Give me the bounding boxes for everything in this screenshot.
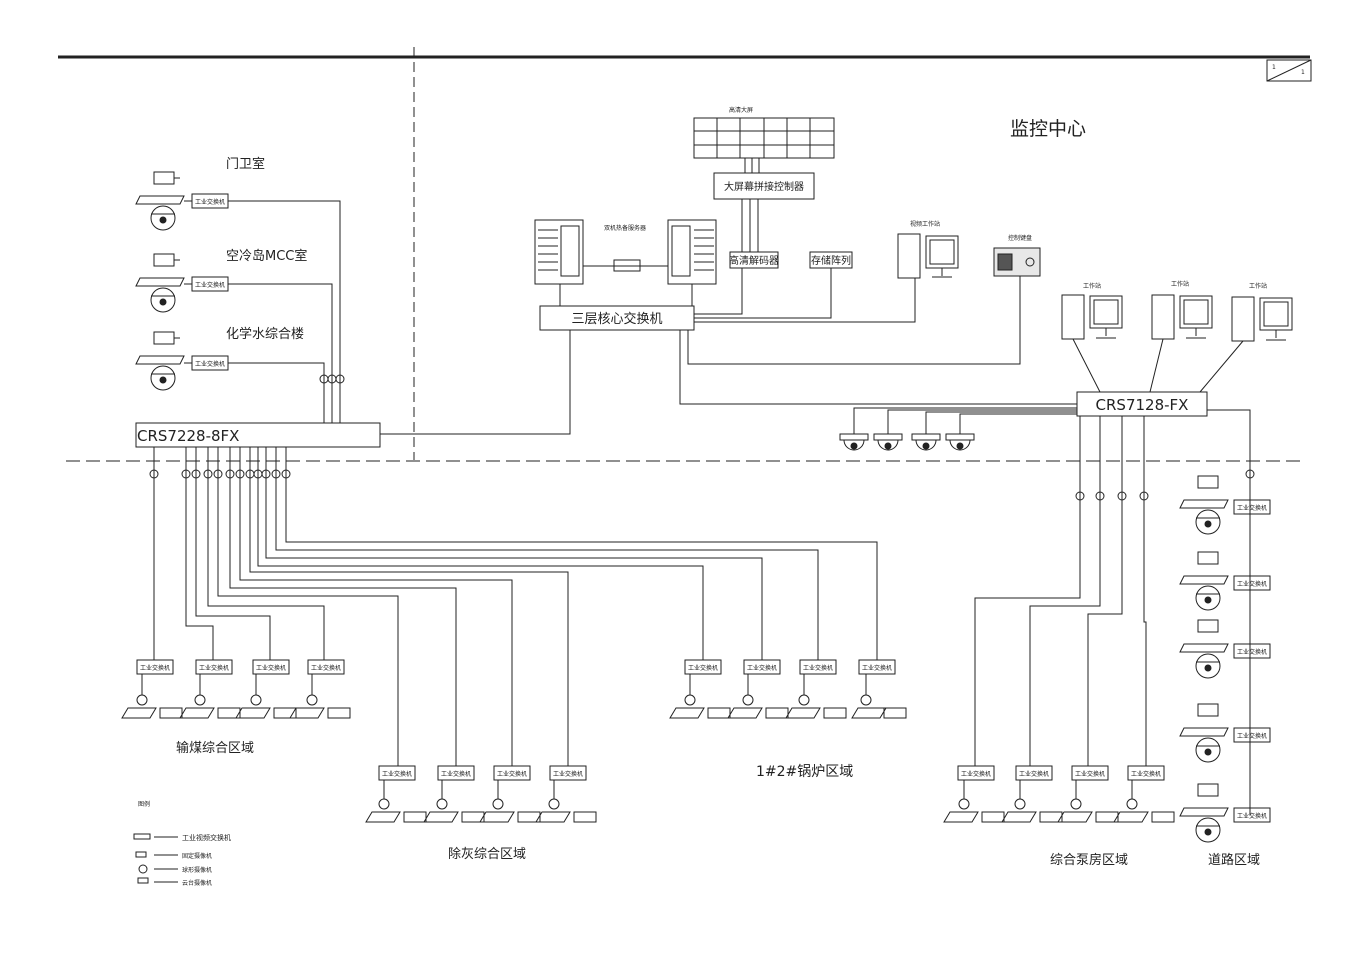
boiler-sw-1: 工业交换机 [688,664,718,672]
decoder-box [729,251,779,269]
video-workstation [897,233,959,279]
control-keyboard [993,247,1041,277]
agg-switch-right-box [1076,391,1208,417]
site-chem-label: 化学水综合楼 [226,326,304,342]
pump-sw-4: 工业交换机 [1131,770,1161,778]
core-switch-label: 三层核心交换机 [571,311,662,327]
title-block-top: 1 [1272,64,1276,71]
road-sw-1: 工业交换机 [1237,504,1267,512]
legend-item-2: 固定摄像机 [182,852,212,860]
workstations-right [1061,294,1293,393]
server-pair-label: 双机热备服务器 [604,224,646,232]
pump-region-label: 综合泵房区域 [1050,852,1128,868]
server-right [667,219,717,285]
site-gate [135,171,341,423]
road-nodes [1179,409,1271,843]
coal-feeds [149,447,325,660]
coal-region-label: 输煤综合区域 [176,740,254,756]
title-block: 1 1 [1266,59,1312,82]
dome-cameras-center [839,407,1077,451]
video-wall-label: 高清大屏 [729,106,753,114]
ash-sw-1: 工业交换机 [382,770,412,778]
coal-sw-4: 工业交换机 [311,664,341,672]
video-wall [693,117,835,159]
agg-switch-right-label: CRS7128-FX [1096,396,1189,414]
site-gate-label: 门卫室 [226,156,265,172]
coal-sw-3: 工业交换机 [256,664,286,672]
ws-3-label: 工作站 [1249,282,1267,290]
legend: 图例 工业视频交换机 固定摄像机 球形摄像机 云台摄像机 [133,800,231,887]
legend-item-4: 云台摄像机 [182,879,212,887]
site-chem [135,331,325,423]
splicer-label: 大屏幕拼接控制器 [724,180,804,193]
heartbeat-link [613,259,641,272]
pump-sw-1: 工业交换机 [961,770,991,778]
agg-switch-left-label: CRS7228-8FX [137,427,239,445]
road-sw-5: 工业交换机 [1237,812,1267,820]
boiler-nodes [669,659,907,719]
ash-sw-3: 工业交换机 [497,770,527,778]
boiler-sw-4: 工业交换机 [862,664,892,672]
splicer-box [713,172,815,200]
fiber-markers-upper [319,374,345,384]
storage-label: 存储阵列 [811,254,851,267]
boiler-sw-3: 工业交换机 [803,664,833,672]
road-region-label: 道路区域 [1208,852,1260,868]
site-chem-switch: 工业交换机 [195,360,225,368]
boiler-sw-2: 工业交换机 [747,664,777,672]
ash-nodes [365,765,597,823]
title-block-bottom: 1 [1301,69,1305,76]
boiler-region-label: 1#2#锅炉区域 [756,764,853,780]
legend-item-3: 球形摄像机 [182,866,212,874]
boiler-feeds [253,447,878,660]
site-mcc [135,253,333,423]
site-gate-switch: 工业交换机 [195,198,225,206]
ws-1-label: 工作站 [1083,282,1101,290]
pump-sw-3: 工业交换机 [1075,770,1105,778]
ash-region-label: 除灰综合区域 [448,847,526,862]
site-mcc-switch: 工业交换机 [195,281,225,289]
road-sw-4: 工业交换机 [1237,732,1267,740]
decoder-label: 高清解码器 [729,254,779,267]
ash-feeds [213,447,569,766]
legend-item-1: 工业视频交换机 [182,833,231,842]
pump-feeds [943,416,1175,823]
road-sw-2: 工业交换机 [1237,580,1267,588]
road-sw-3: 工业交换机 [1237,648,1267,656]
ash-sw-2: 工业交换机 [441,770,471,778]
site-mcc-label: 空冷岛MCC室 [226,248,307,264]
monitor-center-title: 监控中心 [1010,118,1086,140]
keyboard-label: 控制键盘 [1008,234,1032,242]
video-ws-label: 视频工作站 [910,220,940,228]
pump-sw-2: 工业交换机 [1019,770,1049,778]
coal-nodes [121,659,351,719]
ws-2-label: 工作站 [1171,280,1189,288]
server-left [534,219,584,285]
legend-title: 图例 [138,800,150,808]
coal-sw-2: 工业交换机 [199,664,229,672]
coal-sw-1: 工业交换机 [140,664,170,672]
ash-sw-4: 工业交换机 [553,770,583,778]
